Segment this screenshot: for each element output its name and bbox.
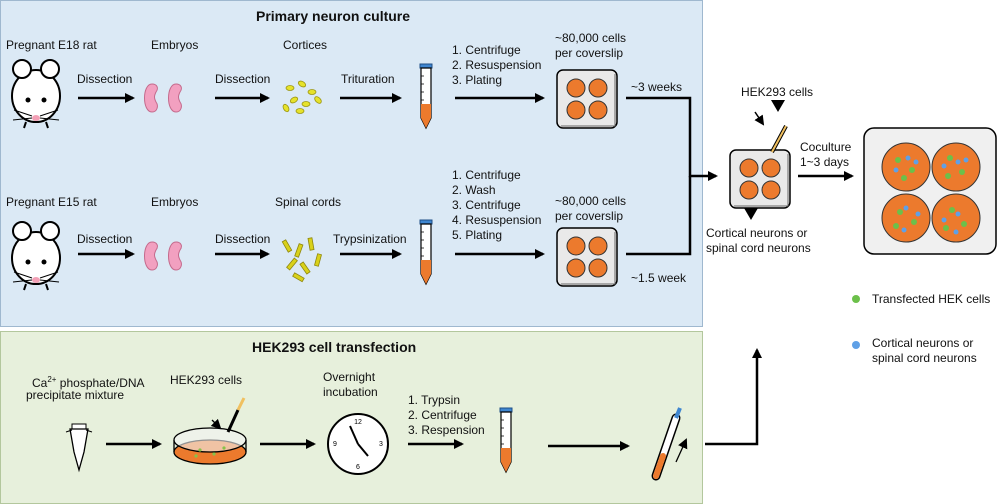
clock-number-3: 3 <box>379 441 383 448</box>
clock-number-12: 12 <box>354 419 362 426</box>
cortical-protocol-list: 1. Centrifuge 2. Resuspension 3. Plating <box>452 43 542 87</box>
cortices-icon <box>282 80 322 114</box>
neuron-pointer-icon <box>744 208 758 220</box>
arrow-cortical-to-coculture <box>626 96 718 181</box>
embryos-label-2: Embryos <box>151 195 199 209</box>
spinal-plate-icon <box>556 227 618 287</box>
spinal-tube-icon <box>419 219 433 285</box>
coculture-step-label: Coculture 1~3 days <box>800 140 852 169</box>
e18-rat-label: Pregnant E18 rat <box>6 38 97 52</box>
spinal-cords-label: Spinal cords <box>275 195 342 209</box>
pregnant-e18-rat-icon <box>11 59 61 129</box>
arrow-hek-to-coculture <box>705 348 762 446</box>
cortices-label: Cortices <box>283 38 328 52</box>
pipette-icon <box>770 125 788 153</box>
hek-transfection-title: HEK293 cell transfection <box>252 339 417 355</box>
spinal-cords-icon <box>281 237 322 283</box>
cortical-duration-label: ~3 weeks <box>631 80 683 94</box>
mixture-label-sup: 2+ <box>47 375 57 384</box>
cortical-tube-icon <box>419 63 433 129</box>
clock-icon: 12 3 6 9 <box>327 413 389 475</box>
dissection-label-1: Dissection <box>77 72 133 86</box>
spinal-duration-label: ~1.5 week <box>631 271 687 285</box>
dissection-label-3: Dissection <box>77 232 133 246</box>
cortical-density-label: ~80,000 cells per coverslip <box>555 31 627 60</box>
cortical-plate-icon <box>556 69 618 129</box>
result-plate-icon <box>863 127 997 255</box>
embryos-label-1: Embryos <box>151 38 199 52</box>
embryos-icon-2 <box>144 241 182 271</box>
trituration-label: Trituration <box>341 72 395 86</box>
spinal-density-label: ~80,000 cells per coverslip <box>555 194 627 223</box>
mixture-tube-icon <box>65 423 93 473</box>
transfer-pipette-icon <box>651 407 688 481</box>
legend-hek-label: Transfected HEK cells <box>872 292 991 306</box>
dissection-label-2: Dissection <box>215 72 271 86</box>
spinal-protocol-list: 1. Centrifuge 2. Wash 3. Centrifuge 4. R… <box>452 168 542 242</box>
hek-dish-label: HEK293 cells <box>170 373 243 387</box>
primary-neuron-culture-title: Primary neuron culture <box>256 8 411 24</box>
e15-rat-label: Pregnant E15 rat <box>6 195 97 209</box>
legend-hek-dot-icon <box>852 295 860 303</box>
arrow-spinal-to-coculture <box>626 176 692 256</box>
trypsinization-label: Trypsinization <box>333 232 407 246</box>
legend-neuron-dot-icon <box>852 341 860 349</box>
embryos-icon <box>144 83 182 113</box>
pregnant-e15-rat-icon <box>11 221 61 291</box>
hek-addition-arrow-icon <box>754 111 765 126</box>
coculture-hek-label: HEK293 cells <box>741 85 814 99</box>
clock-number-6: 6 <box>356 464 360 471</box>
legend-neuron-label: Cortical neurons or spinal cord neurons <box>872 336 977 365</box>
hek-pointer-icon <box>771 100 785 112</box>
coculture-plate-icon <box>729 149 791 209</box>
coculture-neuron-label: Cortical neurons or spinal cord neurons <box>706 226 811 255</box>
mixture-label: Ca2+ phosphate/DNA <box>32 373 145 390</box>
mixture-label-post: phosphate/DNA <box>56 376 145 390</box>
mixture-label-line2: precipitate mixture <box>26 388 125 402</box>
dissection-label-4: Dissection <box>215 232 271 246</box>
hek-dish-icon <box>173 397 247 465</box>
hek-protocol-list: 1. Trypsin 2. Centrifuge 3. Respension <box>408 393 485 437</box>
clock-number-9: 9 <box>333 441 337 448</box>
mixture-label-pre: Ca <box>32 376 48 390</box>
hek-tube-icon <box>499 407 513 473</box>
incubation-label: Overnight incubation <box>323 370 378 399</box>
